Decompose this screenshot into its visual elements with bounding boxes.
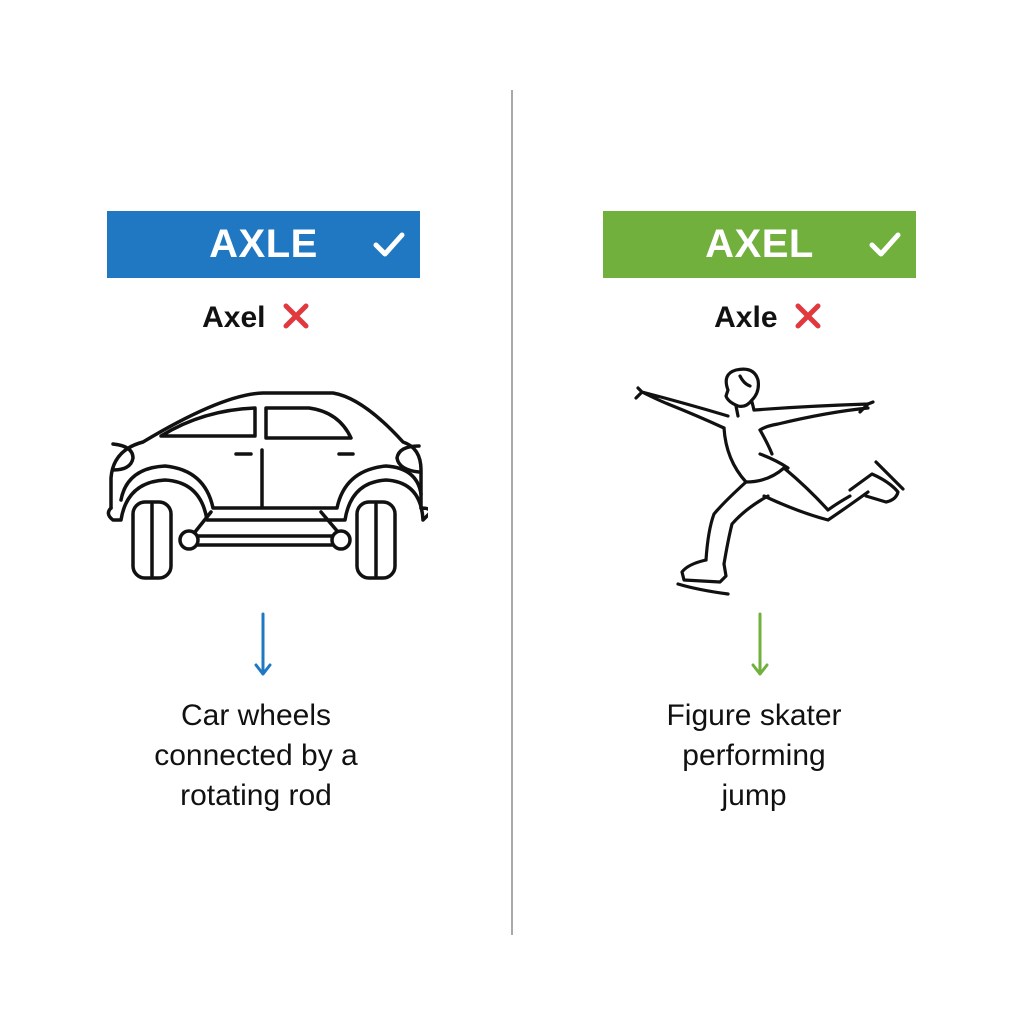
banner-word: AXEL	[705, 222, 814, 266]
center-divider	[511, 90, 513, 935]
correct-banner-axel: AXEL	[603, 211, 916, 278]
incorrect-spelling: Axle	[512, 300, 1024, 335]
description-line: Figure skater	[666, 699, 842, 732]
incorrect-spelling: Axel	[0, 300, 512, 335]
check-icon	[373, 232, 405, 257]
car-with-axle-icon	[106, 391, 428, 580]
description-line: connected by a	[154, 739, 358, 772]
incorrect-word: Axle	[714, 301, 778, 335]
incorrect-word: Axel	[202, 301, 266, 335]
axel-description: Figure skater performing jump	[498, 696, 1010, 816]
x-icon	[795, 303, 821, 329]
axle-panel: AXLE Axel	[0, 211, 512, 816]
x-icon	[283, 303, 309, 329]
axle-description: Car wheels connected by a rotating rod	[0, 696, 512, 816]
description-line: Car wheels	[180, 699, 332, 732]
arrow-down-icon	[751, 612, 769, 676]
check-icon	[869, 232, 901, 257]
axel-panel: AXEL Axle	[512, 0, 1024, 1024]
arrow-down-icon	[254, 612, 272, 676]
correct-banner-axle: AXLE	[107, 211, 420, 278]
figure-skater-icon	[634, 367, 905, 596]
banner-word: AXLE	[209, 222, 318, 266]
description-line: jump	[721, 779, 787, 812]
description-line: rotating rod	[180, 779, 332, 812]
description-line: performing	[682, 739, 826, 772]
